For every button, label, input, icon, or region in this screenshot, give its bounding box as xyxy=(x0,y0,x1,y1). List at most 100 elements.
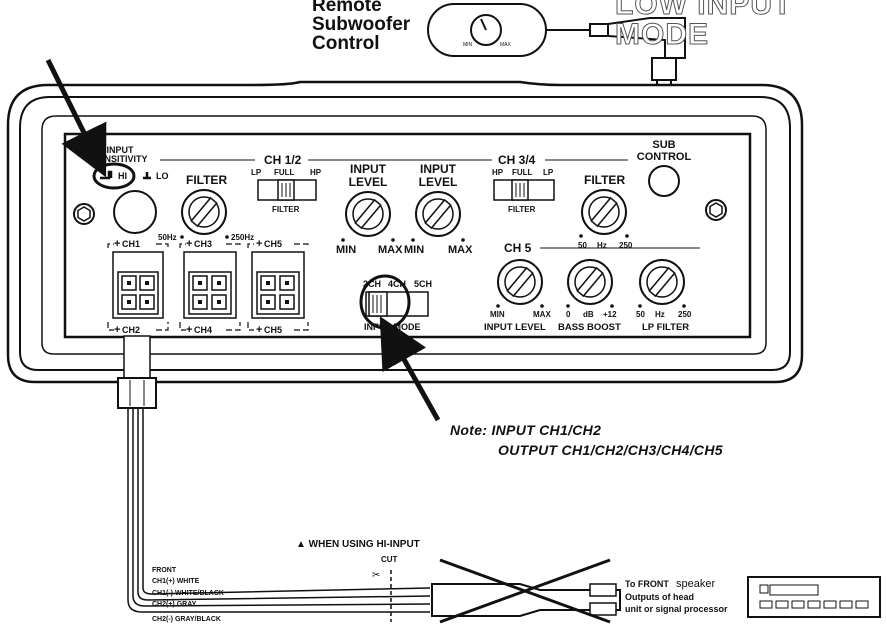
bass-boost-db: dB xyxy=(583,310,594,319)
connector-ch5-label: CH5 xyxy=(264,239,282,249)
ch34-hp-label: HP xyxy=(492,168,504,177)
bass-boost-0: 0 xyxy=(566,310,571,319)
wire-ch2-plus: CH2(+) GRAY xyxy=(152,601,197,608)
bass-boost-12: +12 xyxy=(603,310,617,319)
note-line-1: Note: INPUT CH1/CH2 xyxy=(450,422,602,438)
remote-title-line-3: Control xyxy=(312,33,380,54)
ch34-filter-50: 50 xyxy=(578,241,587,250)
ch34-filter-switch-label: FILTER xyxy=(508,205,536,214)
cut-label: CUT xyxy=(381,555,398,564)
ch34-filter-250: 250 xyxy=(619,241,633,250)
ch5-input-level-knob[interactable] xyxy=(497,259,543,305)
hi-label: HI xyxy=(118,171,127,181)
svg-text:+: + xyxy=(114,238,120,250)
ch12-title: CH 1/2 xyxy=(264,153,302,167)
ch5-connector[interactable]: + CH5 + CH5 xyxy=(247,238,309,336)
svg-text:+: + xyxy=(114,324,120,336)
ch34-input-level-line-1: INPUT xyxy=(420,162,457,176)
wire-front-label: FRONT xyxy=(152,567,177,574)
input-mode-highlight xyxy=(359,274,411,330)
bass-boost-knob[interactable] xyxy=(567,259,613,305)
connector-ch4-label: CH4 xyxy=(194,325,212,335)
ch5-level-max: MAX xyxy=(533,310,551,319)
connector-ch5b-label: CH5 xyxy=(264,325,282,335)
remote-title-line-2: Subwoofer xyxy=(312,14,411,35)
mode-5ch-label: 5CH xyxy=(414,279,432,289)
input-sensitivity-line-1: INPUT xyxy=(107,145,135,155)
wire-ch1-minus: CH1(-) WHITE/BLACK xyxy=(152,590,224,597)
ch12-input-level-knob[interactable] xyxy=(345,191,391,237)
bass-boost-label: BASS BOOST xyxy=(558,322,621,333)
hi-switch-icon xyxy=(100,170,113,180)
ch3-ch4-connector[interactable]: + CH3 + CH4 xyxy=(179,238,241,336)
connector-ch1-label: CH1 xyxy=(122,239,140,249)
note-box: Note: INPUT CH1/CH2 OUTPUT CH1/CH2/CH3/C… xyxy=(450,420,723,460)
connector-ch3-label: CH3 xyxy=(194,239,212,249)
cross-out-line-2 xyxy=(439,558,611,624)
input-harness xyxy=(117,335,621,624)
sub-control-line-1: SUB xyxy=(652,139,675,151)
ch12-filter-knob[interactable] xyxy=(181,189,227,235)
ch12-input-level-line-1: INPUT xyxy=(350,162,387,176)
sub-control-line-2: CONTROL xyxy=(637,151,692,163)
input-mode-switch[interactable] xyxy=(365,291,429,317)
ghost-heading: LOW INPUT MODE xyxy=(615,0,793,51)
remote-subwoofer-control: MIN MAX xyxy=(427,3,547,57)
lp-filter-knob[interactable] xyxy=(639,259,685,305)
lo-label: LO xyxy=(156,171,169,181)
mode-4ch-label: 4CH xyxy=(388,279,406,289)
ch12-filter-50hz: 50Hz xyxy=(158,233,177,242)
ch5-input-level-label: INPUT LEVEL xyxy=(484,322,546,333)
lp-filter-250: 250 xyxy=(678,310,692,319)
lp-filter-hz: Hz xyxy=(655,310,665,319)
ch12-level-max: MAX xyxy=(378,244,403,256)
connector-ch2-label: CH2 xyxy=(122,325,140,335)
wire-ch1-plus: CH1(+) WHITE xyxy=(152,578,200,585)
remote-title-line-1: Remote xyxy=(312,0,382,16)
ch1-ch2-connector[interactable]: CH1 + + CH2 xyxy=(107,238,169,336)
ch5-level-min: MIN xyxy=(490,310,505,319)
ch12-filter-label: FILTER xyxy=(186,173,227,187)
svg-text:+: + xyxy=(186,238,192,250)
ch34-lp-label: LP xyxy=(543,168,554,177)
ch34-title: CH 3/4 xyxy=(498,153,536,167)
wire-ch2-minus: CH2(-) GRAY/BLACK xyxy=(152,616,221,623)
to-front-label: To FRONT xyxy=(625,579,669,589)
sub-control-jack[interactable] xyxy=(648,165,680,197)
ch34-full-label: FULL xyxy=(512,168,533,177)
ch12-filter-switch[interactable] xyxy=(257,179,317,201)
sensitivity-arrow-icon xyxy=(45,58,107,178)
outputs-line-1: Outputs of head xyxy=(625,592,694,602)
when-using-hi-input: ▲ WHEN USING HI-INPUT xyxy=(296,539,420,550)
lp-filter-label: LP FILTER xyxy=(642,322,689,333)
ch34-filter-switch[interactable] xyxy=(493,179,555,201)
ch12-hp-label: HP xyxy=(310,168,322,177)
svg-text:+: + xyxy=(256,324,262,336)
ch34-level-min: MIN xyxy=(404,244,424,256)
sensitivity-hole xyxy=(113,190,157,234)
ch34-filter-hz: Hz xyxy=(597,241,607,250)
svg-text:+: + xyxy=(256,238,262,250)
ch12-input-level-line-2: LEVEL xyxy=(349,175,388,189)
scissors-icon: ✂ xyxy=(372,570,380,581)
ch34-input-level-line-2: LEVEL xyxy=(419,175,458,189)
note-line-2: OUTPUT CH1/CH2/CH3/CH4/CH5 xyxy=(498,442,723,458)
ch34-input-level-knob[interactable] xyxy=(415,191,461,237)
remote-control-title: Remote Subwoofer Control xyxy=(312,0,432,53)
remote-min-label: MIN xyxy=(463,42,473,48)
ch34-filter-knob[interactable] xyxy=(581,189,627,235)
remote-max-label: MAX xyxy=(500,42,512,48)
input-mode-arrow-icon xyxy=(379,316,441,422)
svg-text:+: + xyxy=(186,324,192,336)
outputs-line-2: unit or signal processor xyxy=(625,604,728,614)
left-screw-icon xyxy=(73,203,95,225)
ch12-full-label: FULL xyxy=(274,168,295,177)
right-screw-icon xyxy=(705,199,727,221)
ch34-filter-label: FILTER xyxy=(584,173,625,187)
head-unit-icon xyxy=(747,576,881,618)
input-sensitivity-line-2: SENSITIVITY xyxy=(92,154,147,164)
mode-2ch-label: 2CH xyxy=(363,279,381,289)
ch12-level-min: MIN xyxy=(336,244,356,256)
